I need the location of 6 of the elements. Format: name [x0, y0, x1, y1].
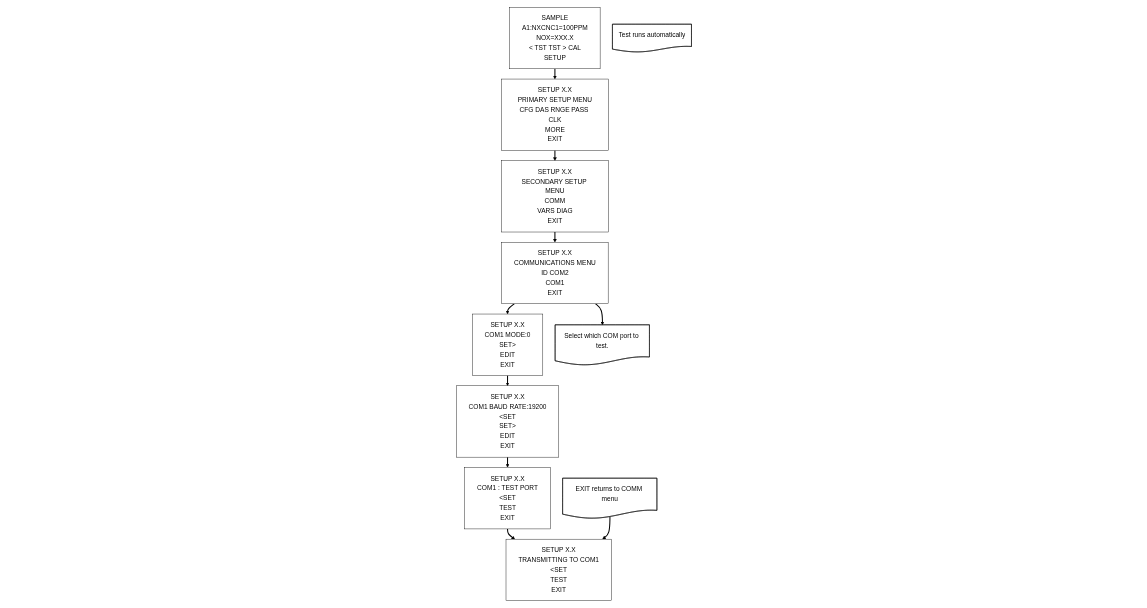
arrow	[505, 303, 515, 315]
arrow	[594, 303, 604, 326]
arrow	[505, 375, 509, 386]
arrow	[601, 516, 611, 540]
arrow	[506, 528, 515, 540]
arrow	[552, 68, 557, 80]
